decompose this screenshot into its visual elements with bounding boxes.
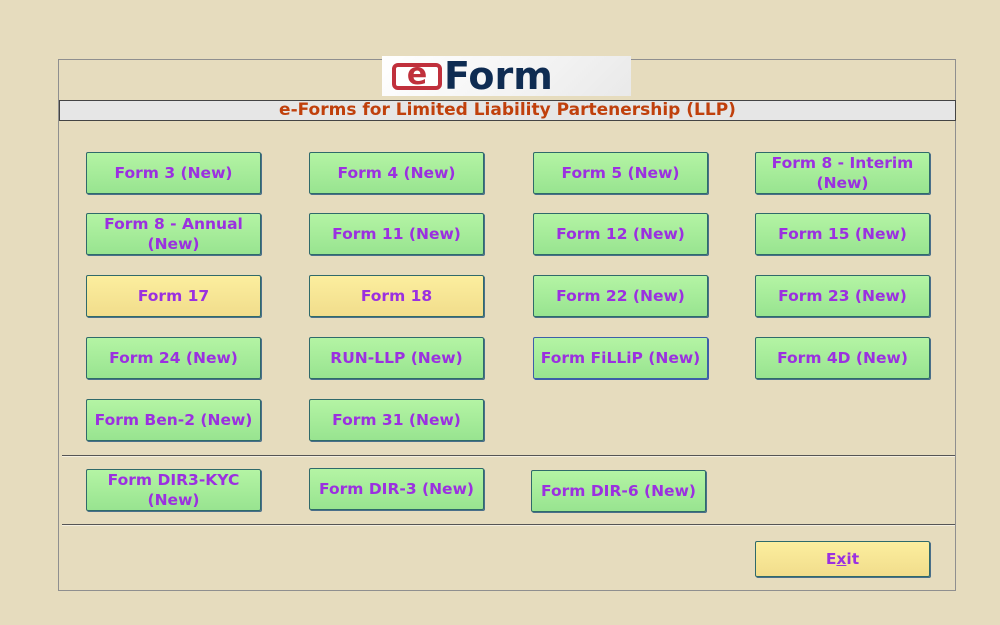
form-button-form-22-new[interactable]: Form 22 (New) bbox=[533, 275, 708, 317]
divider bbox=[62, 524, 955, 526]
exit-label-part: it bbox=[846, 550, 860, 568]
exit-label: Exit bbox=[826, 549, 859, 569]
form-button-form-18[interactable]: Form 18 bbox=[309, 275, 484, 317]
logo-text: Form bbox=[444, 54, 553, 98]
form-button-form-17[interactable]: Form 17 bbox=[86, 275, 261, 317]
form-button-form-ben-2-new[interactable]: Form Ben-2 (New) bbox=[86, 399, 261, 441]
form-button-form-11-new[interactable]: Form 11 (New) bbox=[309, 213, 484, 255]
form-button-form-23-new[interactable]: Form 23 (New) bbox=[755, 275, 930, 317]
form-button-form-15-new[interactable]: Form 15 (New) bbox=[755, 213, 930, 255]
logo-e-mark: e bbox=[392, 62, 442, 90]
exit-button[interactable]: Exit bbox=[755, 541, 930, 577]
form-dir3-kyc-button[interactable]: Form DIR3-KYC (New) bbox=[86, 469, 261, 511]
form-button-form-5-new[interactable]: Form 5 (New) bbox=[533, 152, 708, 194]
main-panel bbox=[58, 59, 956, 591]
form-button-run-llp-new[interactable]: RUN-LLP (New) bbox=[309, 337, 484, 379]
form-button-form-fillip-new[interactable]: Form FiLLiP (New) bbox=[533, 337, 708, 379]
form-button-form-8-interim-new[interactable]: Form 8 - Interim (New) bbox=[755, 152, 930, 194]
form-button-form-4d-new[interactable]: Form 4D (New) bbox=[755, 337, 930, 379]
exit-accesskey: x bbox=[836, 550, 847, 568]
form-button-form-8-annual-new[interactable]: Form 8 - Annual (New) bbox=[86, 213, 261, 255]
divider bbox=[62, 455, 955, 457]
form-button-form-24-new[interactable]: Form 24 (New) bbox=[86, 337, 261, 379]
form-button-form-3-new[interactable]: Form 3 (New) bbox=[86, 152, 261, 194]
exit-label-part: E bbox=[825, 550, 837, 568]
form-dir-6-button[interactable]: Form DIR-6 (New) bbox=[531, 470, 706, 512]
form-button-form-12-new[interactable]: Form 12 (New) bbox=[533, 213, 708, 255]
form-dir-3-button[interactable]: Form DIR-3 (New) bbox=[309, 468, 484, 510]
form-button-form-4-new[interactable]: Form 4 (New) bbox=[309, 152, 484, 194]
form-button-form-31-new[interactable]: Form 31 (New) bbox=[309, 399, 484, 441]
eform-logo: e Form bbox=[382, 56, 631, 96]
page-title: e-Forms for Limited Liability Partenersh… bbox=[59, 100, 956, 121]
